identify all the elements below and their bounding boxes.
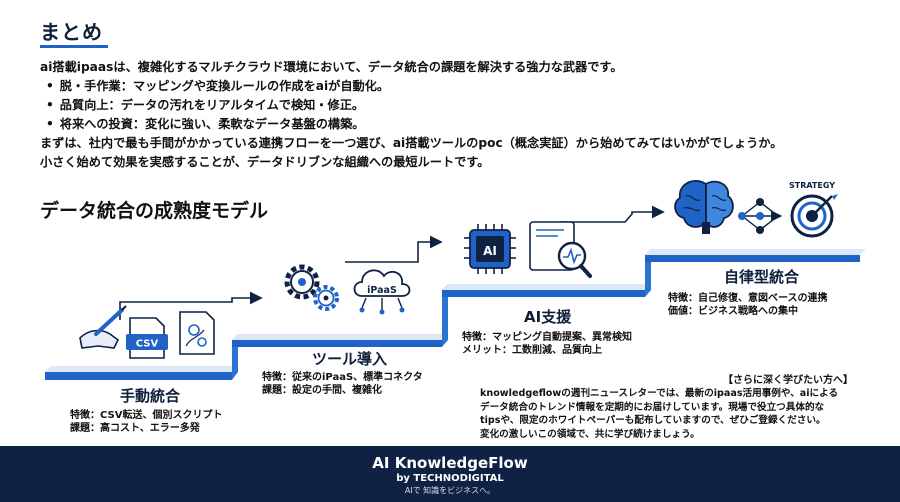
stage-title-autonomous: 自律型統合 xyxy=(724,268,800,286)
stage-desc-line: 特徴：自己修復、意図ベースの連携 xyxy=(668,293,828,304)
newsletter-line: tipsや、限定のホワイトペーパーも配布していますので、ぜひご登録ください。 xyxy=(480,415,826,426)
stage-title-tool: ツール導入 xyxy=(312,350,388,368)
newsletter-line: データ統合のトレンド情報を定期的にお届けしています。現場で役立つ具体的な xyxy=(480,401,825,413)
stage-desc-line: メリット：工数削減、品質向上 xyxy=(462,345,602,356)
summary-bullet: 将来への投資：変化に強い、柔軟なデータ基盤の構築。 xyxy=(40,115,890,134)
hand-pen-icon xyxy=(79,305,127,349)
stage-desc-ai: 特徴：マッピング自動提案、異常検知 メリット：工数削減、品質向上 xyxy=(462,331,632,357)
stage-desc-line: 課題：設定の手間、複雑化 xyxy=(262,385,382,396)
summary-title: まとめ xyxy=(40,20,103,44)
strategy-label: STRATEGY xyxy=(789,181,835,190)
stage-desc-line: 特徴：従来のiPaaS、標準コネクタ xyxy=(262,372,423,383)
stage-desc-tool: 特徴：従来のiPaaS、標準コネクタ 課題：設定の手間、複雑化 xyxy=(262,371,423,397)
stage-desc-line: 特徴：マッピング自動提案、異常検知 xyxy=(462,332,632,343)
newsletter-heading: 【さらに深く学びたい方へ】 xyxy=(723,375,853,386)
footer-bar: AI KnowledgeFlow by TECHNODIGITAL AIで 知識… xyxy=(0,446,900,502)
stage-desc-line: 特徴：CSV転送、個別スクリプト xyxy=(70,410,223,421)
newsletter-block: 【さらに深く学びたい方へ】 knowledgeflowの週刊ニュースレターでは、… xyxy=(480,374,855,441)
csv-file-icon: CSV xyxy=(126,317,168,359)
summary-intro: ai搭載ipaasは、複雑化するマルチクラウド環境において、データ統合の課題を解… xyxy=(40,60,623,74)
stage-title-manual: 手動統合 xyxy=(120,387,181,405)
analysis-magnifier-icon xyxy=(529,221,592,278)
stage-desc-manual: 特徴：CSV転送、個別スクリプト 課題：高コスト、エラー多発 xyxy=(70,409,222,435)
ipaas-label: iPaaS xyxy=(367,285,397,296)
gears-icon xyxy=(284,264,339,311)
summary-body: ai搭載ipaasは、複雑化するマルチクラウド環境において、データ統合の課題を解… xyxy=(40,58,890,172)
footer-by: by TECHNODIGITAL xyxy=(396,473,504,484)
summary-bullet: 品質向上：データの汚れをリアルタイムで検知・修正。 xyxy=(40,96,890,115)
ai-chip-label: AI xyxy=(483,244,497,258)
script-document-icon xyxy=(179,311,215,355)
summary-title-underline xyxy=(40,45,108,48)
newsletter-line: 変化の激しいこの領域で、共に学び続けましょう。 xyxy=(480,428,700,440)
summary-closing: 小さく始めて効果を実感することが、データドリブンな組織への最短ルートです。 xyxy=(40,155,490,169)
cloud-ipaas-icon: iPaaS xyxy=(353,269,411,315)
progression-arrows xyxy=(119,205,665,320)
ai-chip-icon: AI xyxy=(464,224,516,274)
footer-tagline: AIで 知識をビジネスへ。 xyxy=(404,486,496,495)
stage-desc-line: 課題：高コスト、エラー多発 xyxy=(70,423,200,434)
stage-title-ai: AI支援 xyxy=(524,308,572,326)
newsletter-line: knowledgeflowの週刊ニュースレターでは、最新のipaas活用事例や、… xyxy=(480,388,839,399)
stair-steps xyxy=(45,249,866,380)
maturity-staircase: CSV iPaaS AI xyxy=(45,180,866,380)
stage-desc-autonomous: 特徴：自己修復、意図ベースの連携 価値：ビジネス戦略への集中 xyxy=(668,292,828,318)
csv-label: CSV xyxy=(136,339,159,350)
network-flow-icon xyxy=(738,198,783,234)
brain-icon xyxy=(674,180,734,234)
summary-bullet: 脱・手作業：マッピングや変換ルールの作成をaiが自動化。 xyxy=(40,77,890,96)
strategy-target-icon xyxy=(790,194,838,238)
stage-desc-line: 価値：ビジネス戦略への集中 xyxy=(668,306,798,317)
footer-brand: AI KnowledgeFlow xyxy=(372,454,528,472)
summary-closing: まずは、社内で最も手間がかかっている連携フローを一つ選び、ai搭載ツールのpoc… xyxy=(40,136,783,150)
maturity-model-title: データ統合の成熟度モデル xyxy=(40,200,269,222)
